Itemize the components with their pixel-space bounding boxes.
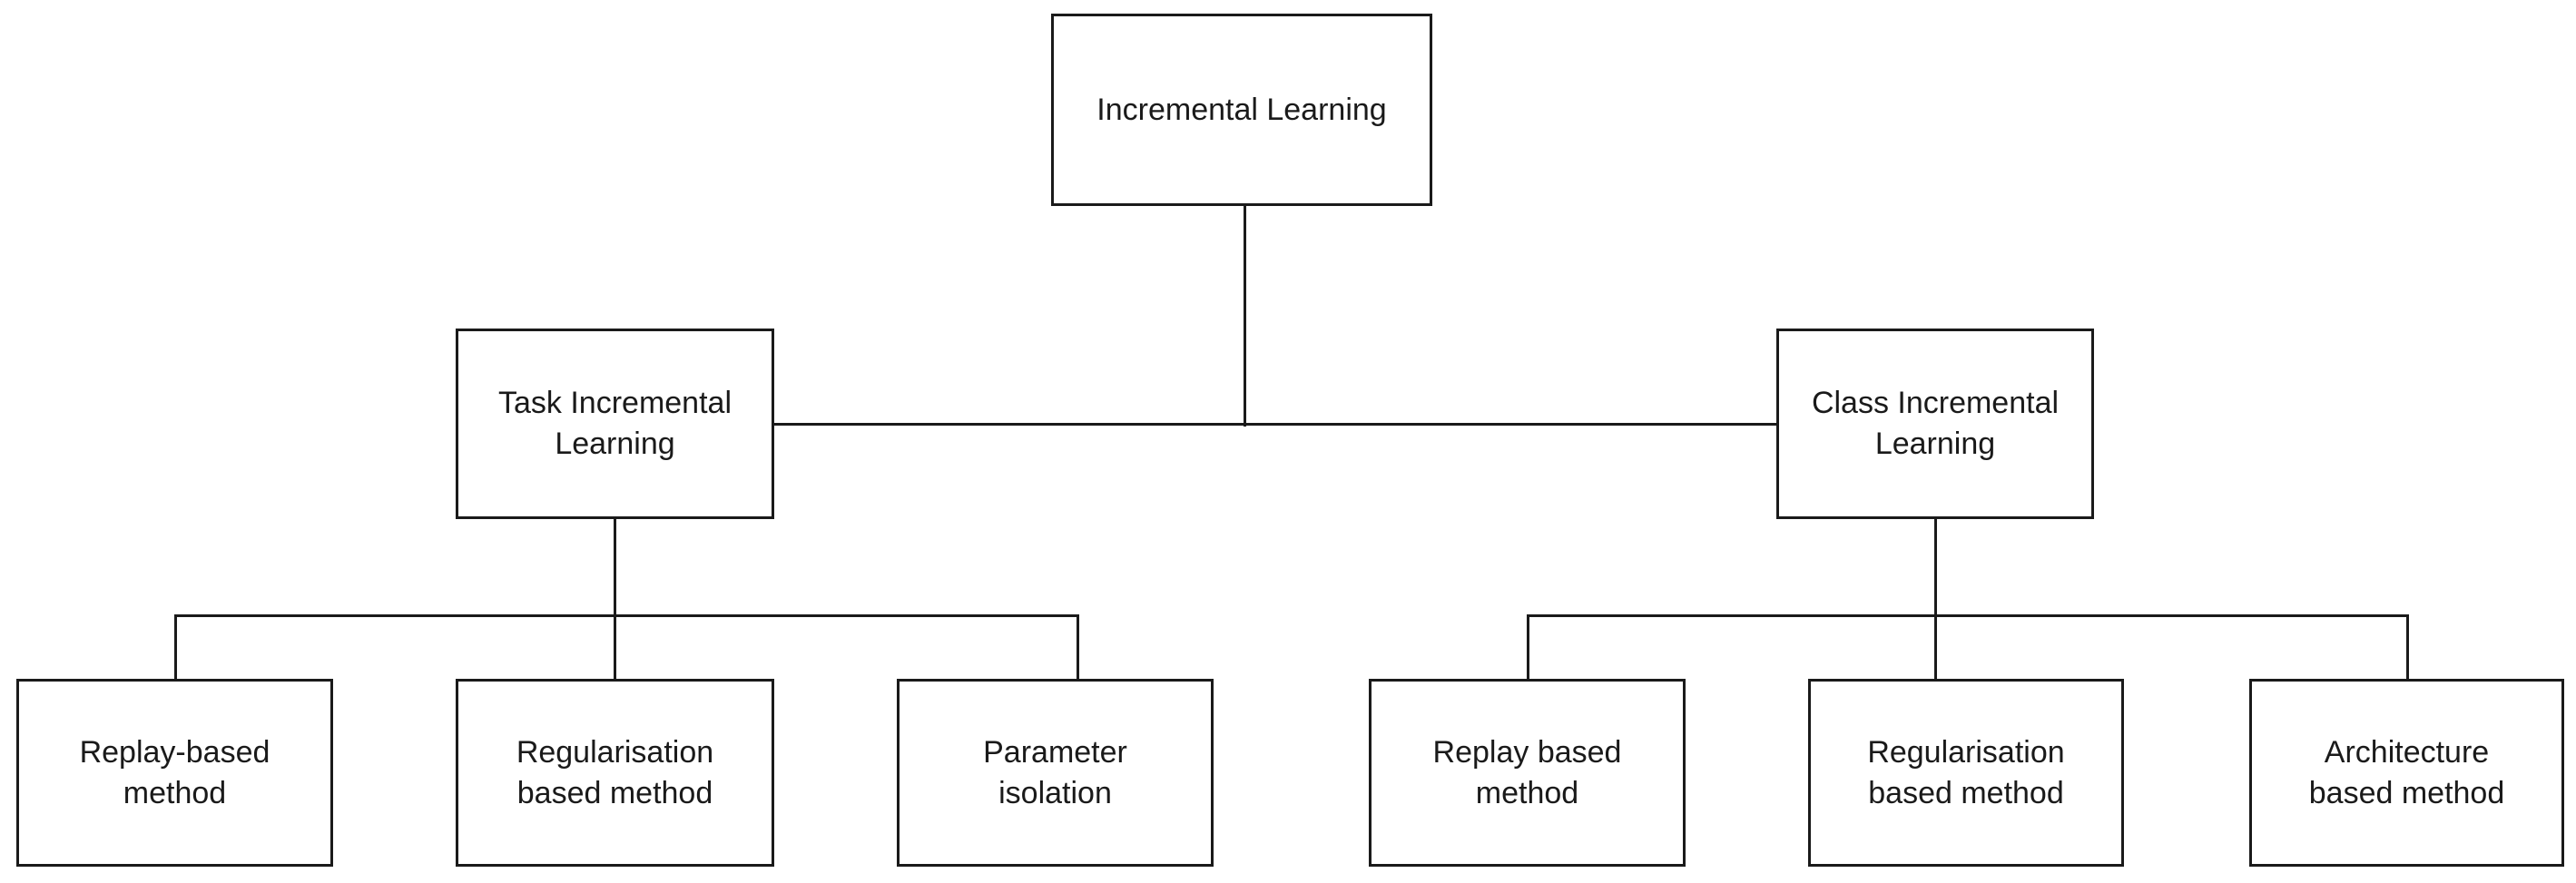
node-replay-based-method-class[interactable]: Replay based method	[1369, 679, 1686, 867]
node-label: Architecture based method	[2308, 734, 2505, 810]
node-regularisation-based-method-class[interactable]: Regularisation based method	[1808, 679, 2124, 867]
node-architecture-based-method[interactable]: Architecture based method	[2249, 679, 2564, 867]
edge-right-drop-1	[1527, 614, 1529, 682]
node-class-incremental-learning[interactable]: Class Incremental Learning	[1776, 329, 2094, 519]
edge-right-bus	[1527, 614, 2409, 617]
edge-left-drop-2	[614, 614, 616, 682]
edge-branch-bus	[772, 423, 1778, 426]
edge-left-drop-1	[174, 614, 177, 682]
node-label: Parameter isolation	[983, 734, 1127, 810]
node-task-incremental-learning[interactable]: Task Incremental Learning	[456, 329, 774, 519]
node-regularisation-based-method-task[interactable]: Regularisation based method	[456, 679, 774, 867]
node-label: Task Incremental Learning	[498, 386, 732, 461]
node-label: Incremental Learning	[1096, 92, 1387, 127]
edge-right-stem	[1934, 519, 1937, 617]
edge-right-drop-3	[2406, 614, 2409, 682]
node-label: Replay based method	[1432, 734, 1622, 810]
node-parameter-isolation[interactable]: Parameter isolation	[897, 679, 1214, 867]
node-label: Class Incremental Learning	[1811, 386, 2060, 461]
node-label: Replay-based method	[79, 734, 270, 810]
node-label: Regularisation based method	[516, 734, 714, 810]
node-incremental-learning[interactable]: Incremental Learning	[1051, 14, 1432, 206]
edge-left-drop-3	[1077, 614, 1079, 682]
node-replay-based-method-task[interactable]: Replay-based method	[16, 679, 333, 867]
edge-root-stem	[1244, 206, 1246, 427]
edge-left-bus	[174, 614, 1079, 617]
edge-left-stem	[614, 519, 616, 617]
edge-right-drop-2	[1934, 614, 1937, 682]
node-label: Regularisation based method	[1867, 734, 2065, 810]
